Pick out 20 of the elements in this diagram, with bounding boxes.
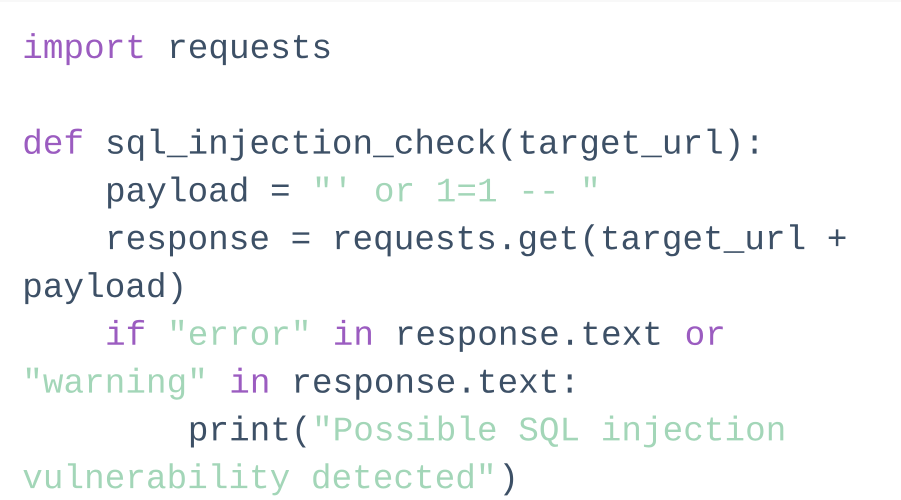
string-literal: vulnerability detected"	[23, 463, 492, 496]
string-literal: "Possible SQL injection	[316, 415, 784, 448]
code-text: sql_injection_check(target_url):	[108, 128, 757, 161]
code-keyword: import	[24, 33, 142, 66]
code-text: response.text	[398, 322, 660, 352]
code-keyword: def	[24, 128, 82, 154]
code-text: response.text:	[295, 370, 572, 400]
string-literal: "' or 1=1 -- "	[316, 176, 596, 202]
code-text: response = requests.get(target_url +	[109, 224, 846, 256]
code-text: payload)	[25, 272, 182, 304]
code-keyword: or	[686, 326, 723, 346]
code-text: )	[504, 463, 514, 496]
code-keyword: in	[232, 368, 268, 393]
code-keyword: if	[107, 320, 144, 345]
code-text: requests	[171, 35, 330, 66]
code-keyword: in	[335, 320, 371, 345]
code-text: payload =	[108, 176, 289, 209]
code-text: print(	[190, 415, 306, 448]
string-literal: "warning"	[26, 368, 204, 400]
string-literal: "error"	[172, 320, 307, 346]
